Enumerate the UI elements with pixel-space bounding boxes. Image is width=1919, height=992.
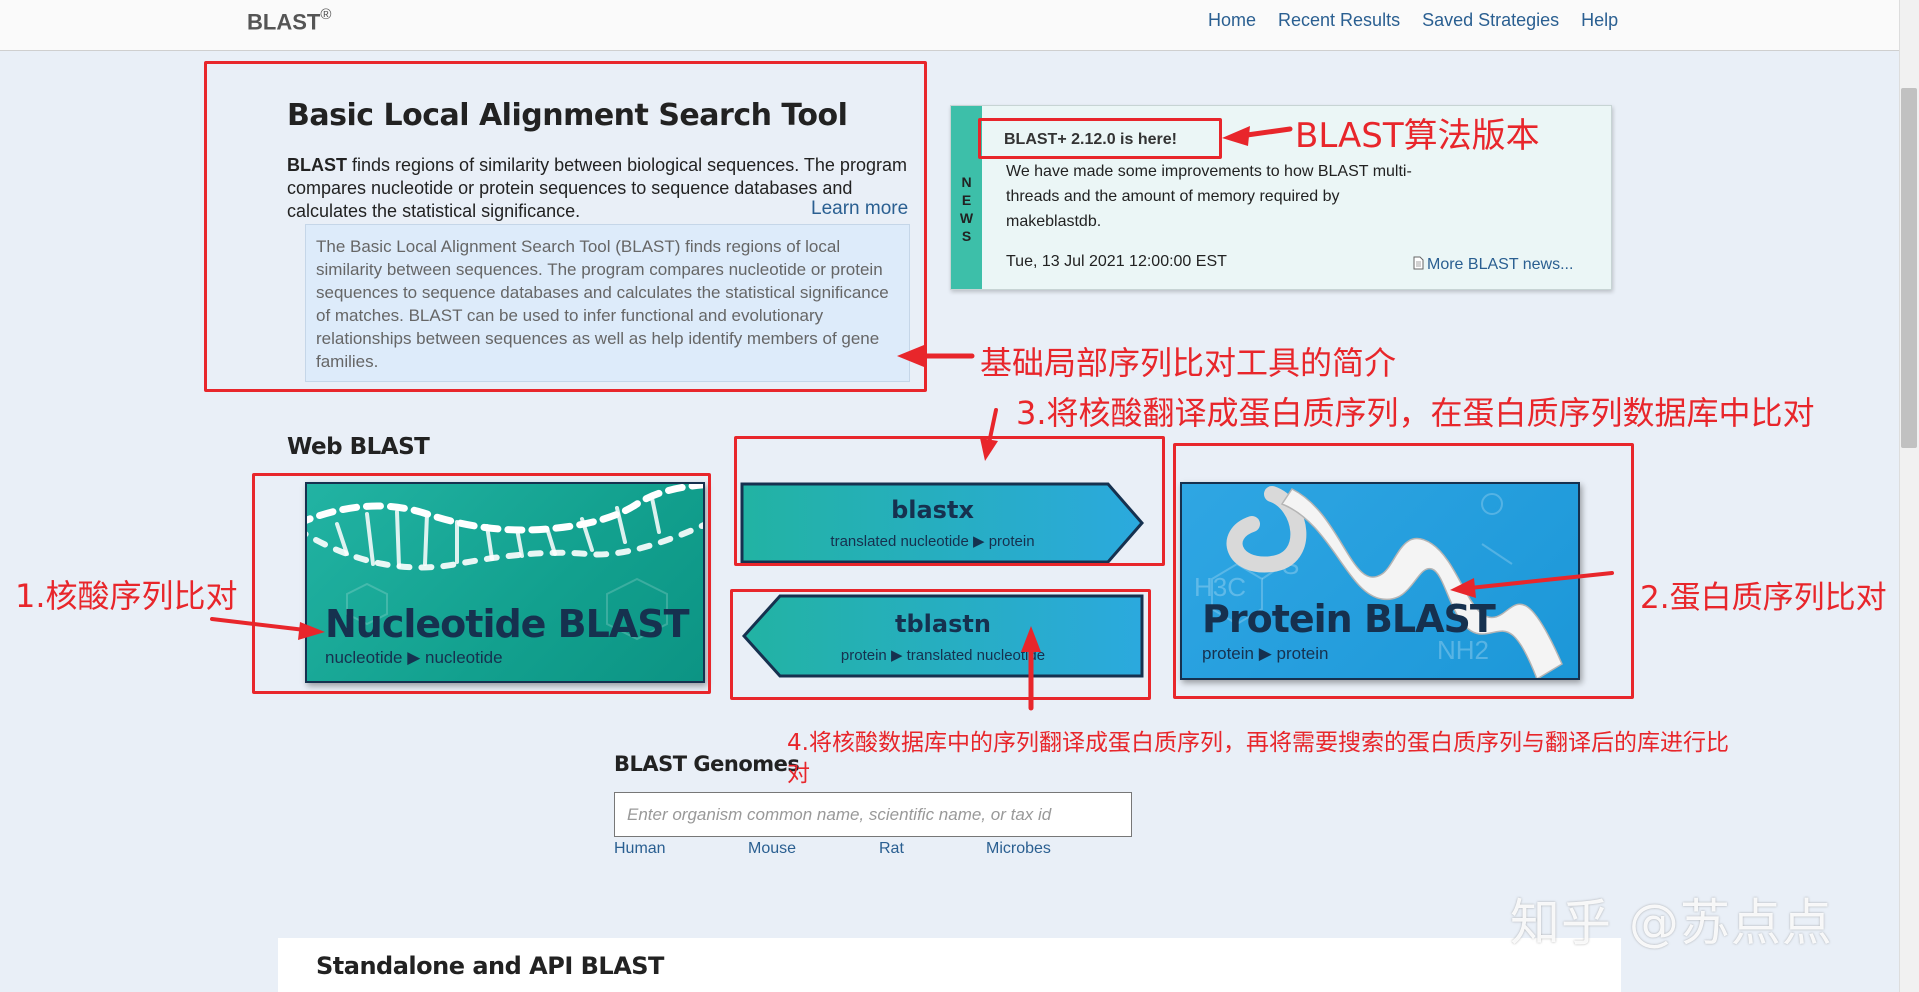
protein-blast-subtitle: protein ▶ protein bbox=[1202, 644, 1329, 663]
scrollbar-thumb[interactable] bbox=[1901, 88, 1917, 448]
organism-search-input[interactable] bbox=[614, 792, 1132, 837]
intro-description-box: The Basic Local Alignment Search Tool (B… bbox=[305, 224, 910, 382]
blastx-title: blastx bbox=[891, 496, 974, 524]
nucleotide-highlight-box bbox=[252, 473, 711, 694]
genome-link-microbes[interactable]: Microbes bbox=[986, 840, 1051, 857]
protein-blast-title: Protein BLAST bbox=[1202, 597, 1496, 641]
news-version-highlight-box bbox=[978, 118, 1222, 159]
document-icon bbox=[1413, 256, 1424, 270]
news-headline: BLAST+ 2.12.0 is here! bbox=[1004, 131, 1177, 148]
nav-home-link[interactable]: Home bbox=[1208, 10, 1257, 30]
intro-highlight-box bbox=[204, 61, 927, 392]
svg-text:H3C: H3C bbox=[1194, 572, 1246, 602]
page-scrollbar[interactable] bbox=[1899, 0, 1919, 992]
annotation-tblastn-wrap: 对 bbox=[787, 761, 810, 787]
tblastn-arrow-shape bbox=[742, 594, 1144, 678]
intro-summary: BLAST finds regions of similarity betwee… bbox=[287, 155, 907, 221]
genome-link-rat[interactable]: Rat bbox=[879, 840, 904, 857]
genome-link-mouse[interactable]: Mouse bbox=[748, 840, 797, 857]
top-nav: Home Recent Results Saved Strategies Hel… bbox=[1208, 10, 1618, 31]
annotation-nucleotide: 1.核酸序列比对 bbox=[15, 577, 238, 615]
blastx-highlight-box bbox=[734, 436, 1165, 566]
tblastn-subtitle: protein ▶ translated nucleotide bbox=[840, 647, 1046, 664]
annotation-blastx: 3.将核酸翻译成蛋白质序列，在蛋白质序列数据库中比对 bbox=[1016, 394, 1815, 432]
tblastn-title: tblastn bbox=[895, 610, 991, 638]
news-strip: N E W S bbox=[951, 106, 982, 289]
annotation-version: BLAST算法版本 bbox=[1295, 116, 1540, 156]
news-letter: S bbox=[961, 228, 972, 244]
nucleotide-blast-subtitle: nucleotide ▶ nucleotide bbox=[325, 648, 503, 667]
page-title: Basic Local Alignment Search Tool bbox=[287, 98, 848, 133]
svg-text:NH2: NH2 bbox=[1437, 635, 1489, 665]
learn-more-link[interactable]: Learn more bbox=[811, 198, 909, 219]
top-navbar: BLAST® Home Recent Results Saved Strateg… bbox=[0, 0, 1899, 51]
blast-genomes-heading: BLAST Genomes bbox=[614, 752, 800, 776]
news-letter: E bbox=[961, 192, 972, 208]
standalone-heading: Standalone and API BLAST bbox=[316, 952, 664, 980]
blast-logo[interactable]: BLAST® bbox=[247, 6, 332, 35]
web-blast-heading: Web BLAST bbox=[287, 434, 430, 460]
nucleotide-blast-title: Nucleotide BLAST bbox=[325, 602, 690, 646]
blastx-arrow-shape bbox=[740, 482, 1144, 564]
genome-link-human[interactable]: Human bbox=[614, 840, 666, 857]
blastx-card[interactable]: blastx translated nucleotide ▶ protein bbox=[740, 482, 1145, 564]
dna-helix-icon bbox=[307, 484, 703, 641]
tblastn-card[interactable]: tblastn protein ▶ translated nucleotide bbox=[742, 594, 1144, 678]
news-letter: W bbox=[959, 210, 974, 226]
nucleotide-blast-card[interactable]: Nucleotide BLAST nucleotide ▶ nucleotide bbox=[305, 482, 705, 683]
annotation-intro: 基础局部序列比对工具的简介 bbox=[980, 344, 1397, 382]
watermark: 知乎 @苏点点 bbox=[1510, 894, 1833, 952]
news-body: We have made some improvements to how BL… bbox=[1006, 163, 1412, 230]
blastx-subtitle: translated nucleotide ▶ protein bbox=[830, 533, 1035, 550]
annotation-protein: 2.蛋白质序列比对 bbox=[1640, 580, 1887, 616]
news-date: Tue, 13 Jul 2021 12:00:00 EST bbox=[1006, 253, 1227, 270]
annotation-tblastn: 4.将核酸数据库中的序列翻译成蛋白质序列，再将需要搜索的蛋白质序列与翻译后的库进… bbox=[787, 730, 1729, 756]
tblastn-highlight-box bbox=[730, 589, 1151, 700]
nav-saved-strategies-link[interactable]: Saved Strategies bbox=[1422, 10, 1560, 30]
standalone-section: Standalone and API BLAST bbox=[278, 938, 1621, 992]
nav-help-link[interactable]: Help bbox=[1581, 10, 1619, 30]
more-news-link[interactable]: More BLAST news... bbox=[1413, 256, 1573, 274]
protein-highlight-box bbox=[1173, 443, 1634, 699]
news-letter: N bbox=[961, 174, 972, 190]
nav-recent-results-link[interactable]: Recent Results bbox=[1278, 10, 1401, 30]
